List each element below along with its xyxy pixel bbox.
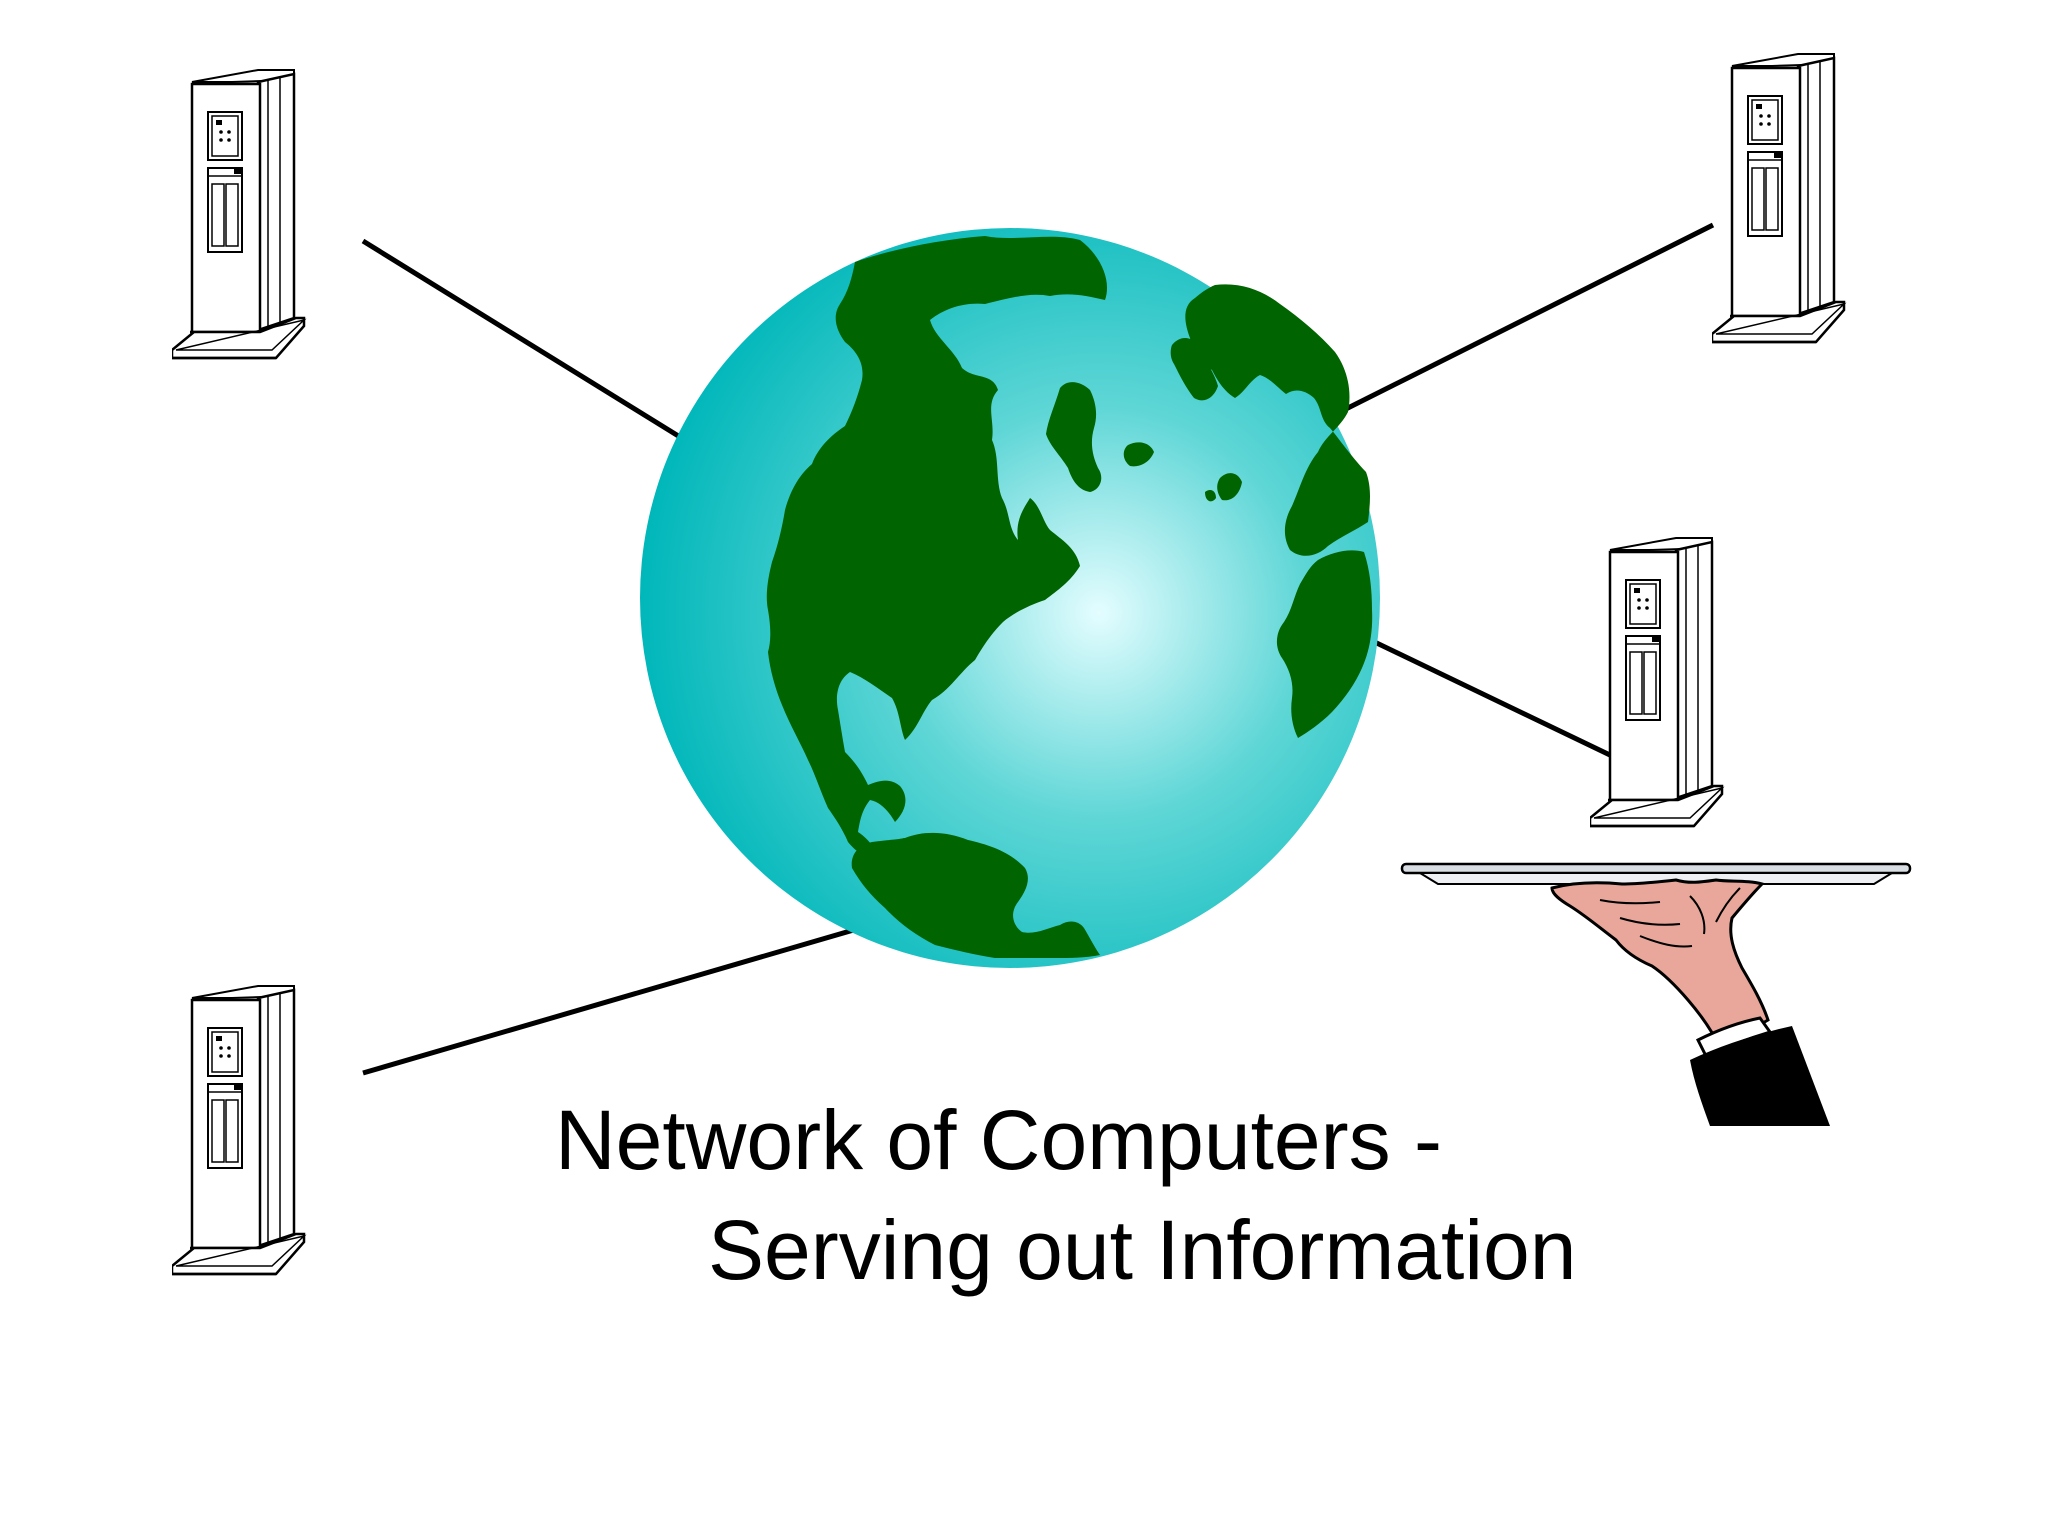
caption-line-1: Network of Computers - bbox=[555, 1093, 1442, 1187]
caption-line-2: Serving out Information bbox=[708, 1203, 1577, 1297]
server-top-right bbox=[1712, 52, 1846, 344]
islands-british bbox=[1205, 473, 1242, 502]
continent-greenland bbox=[1046, 382, 1102, 492]
globe-icon bbox=[640, 228, 1380, 968]
link-top-right bbox=[1296, 222, 1715, 436]
serving-hand-icon bbox=[1550, 878, 1830, 1126]
serving-tray-icon bbox=[1400, 862, 1912, 885]
server-top-left bbox=[172, 68, 306, 360]
server-bottom-left bbox=[172, 984, 306, 1276]
continent-south-america bbox=[851, 832, 1100, 958]
island-iceland bbox=[1123, 442, 1154, 467]
continent-africa bbox=[1276, 550, 1373, 738]
server-on-tray bbox=[1590, 536, 1724, 828]
region-scandinavia bbox=[1170, 337, 1218, 401]
continent-north-america bbox=[766, 236, 1108, 862]
link-middle-right bbox=[1333, 620, 1664, 783]
continent-eurasia bbox=[1185, 284, 1370, 556]
